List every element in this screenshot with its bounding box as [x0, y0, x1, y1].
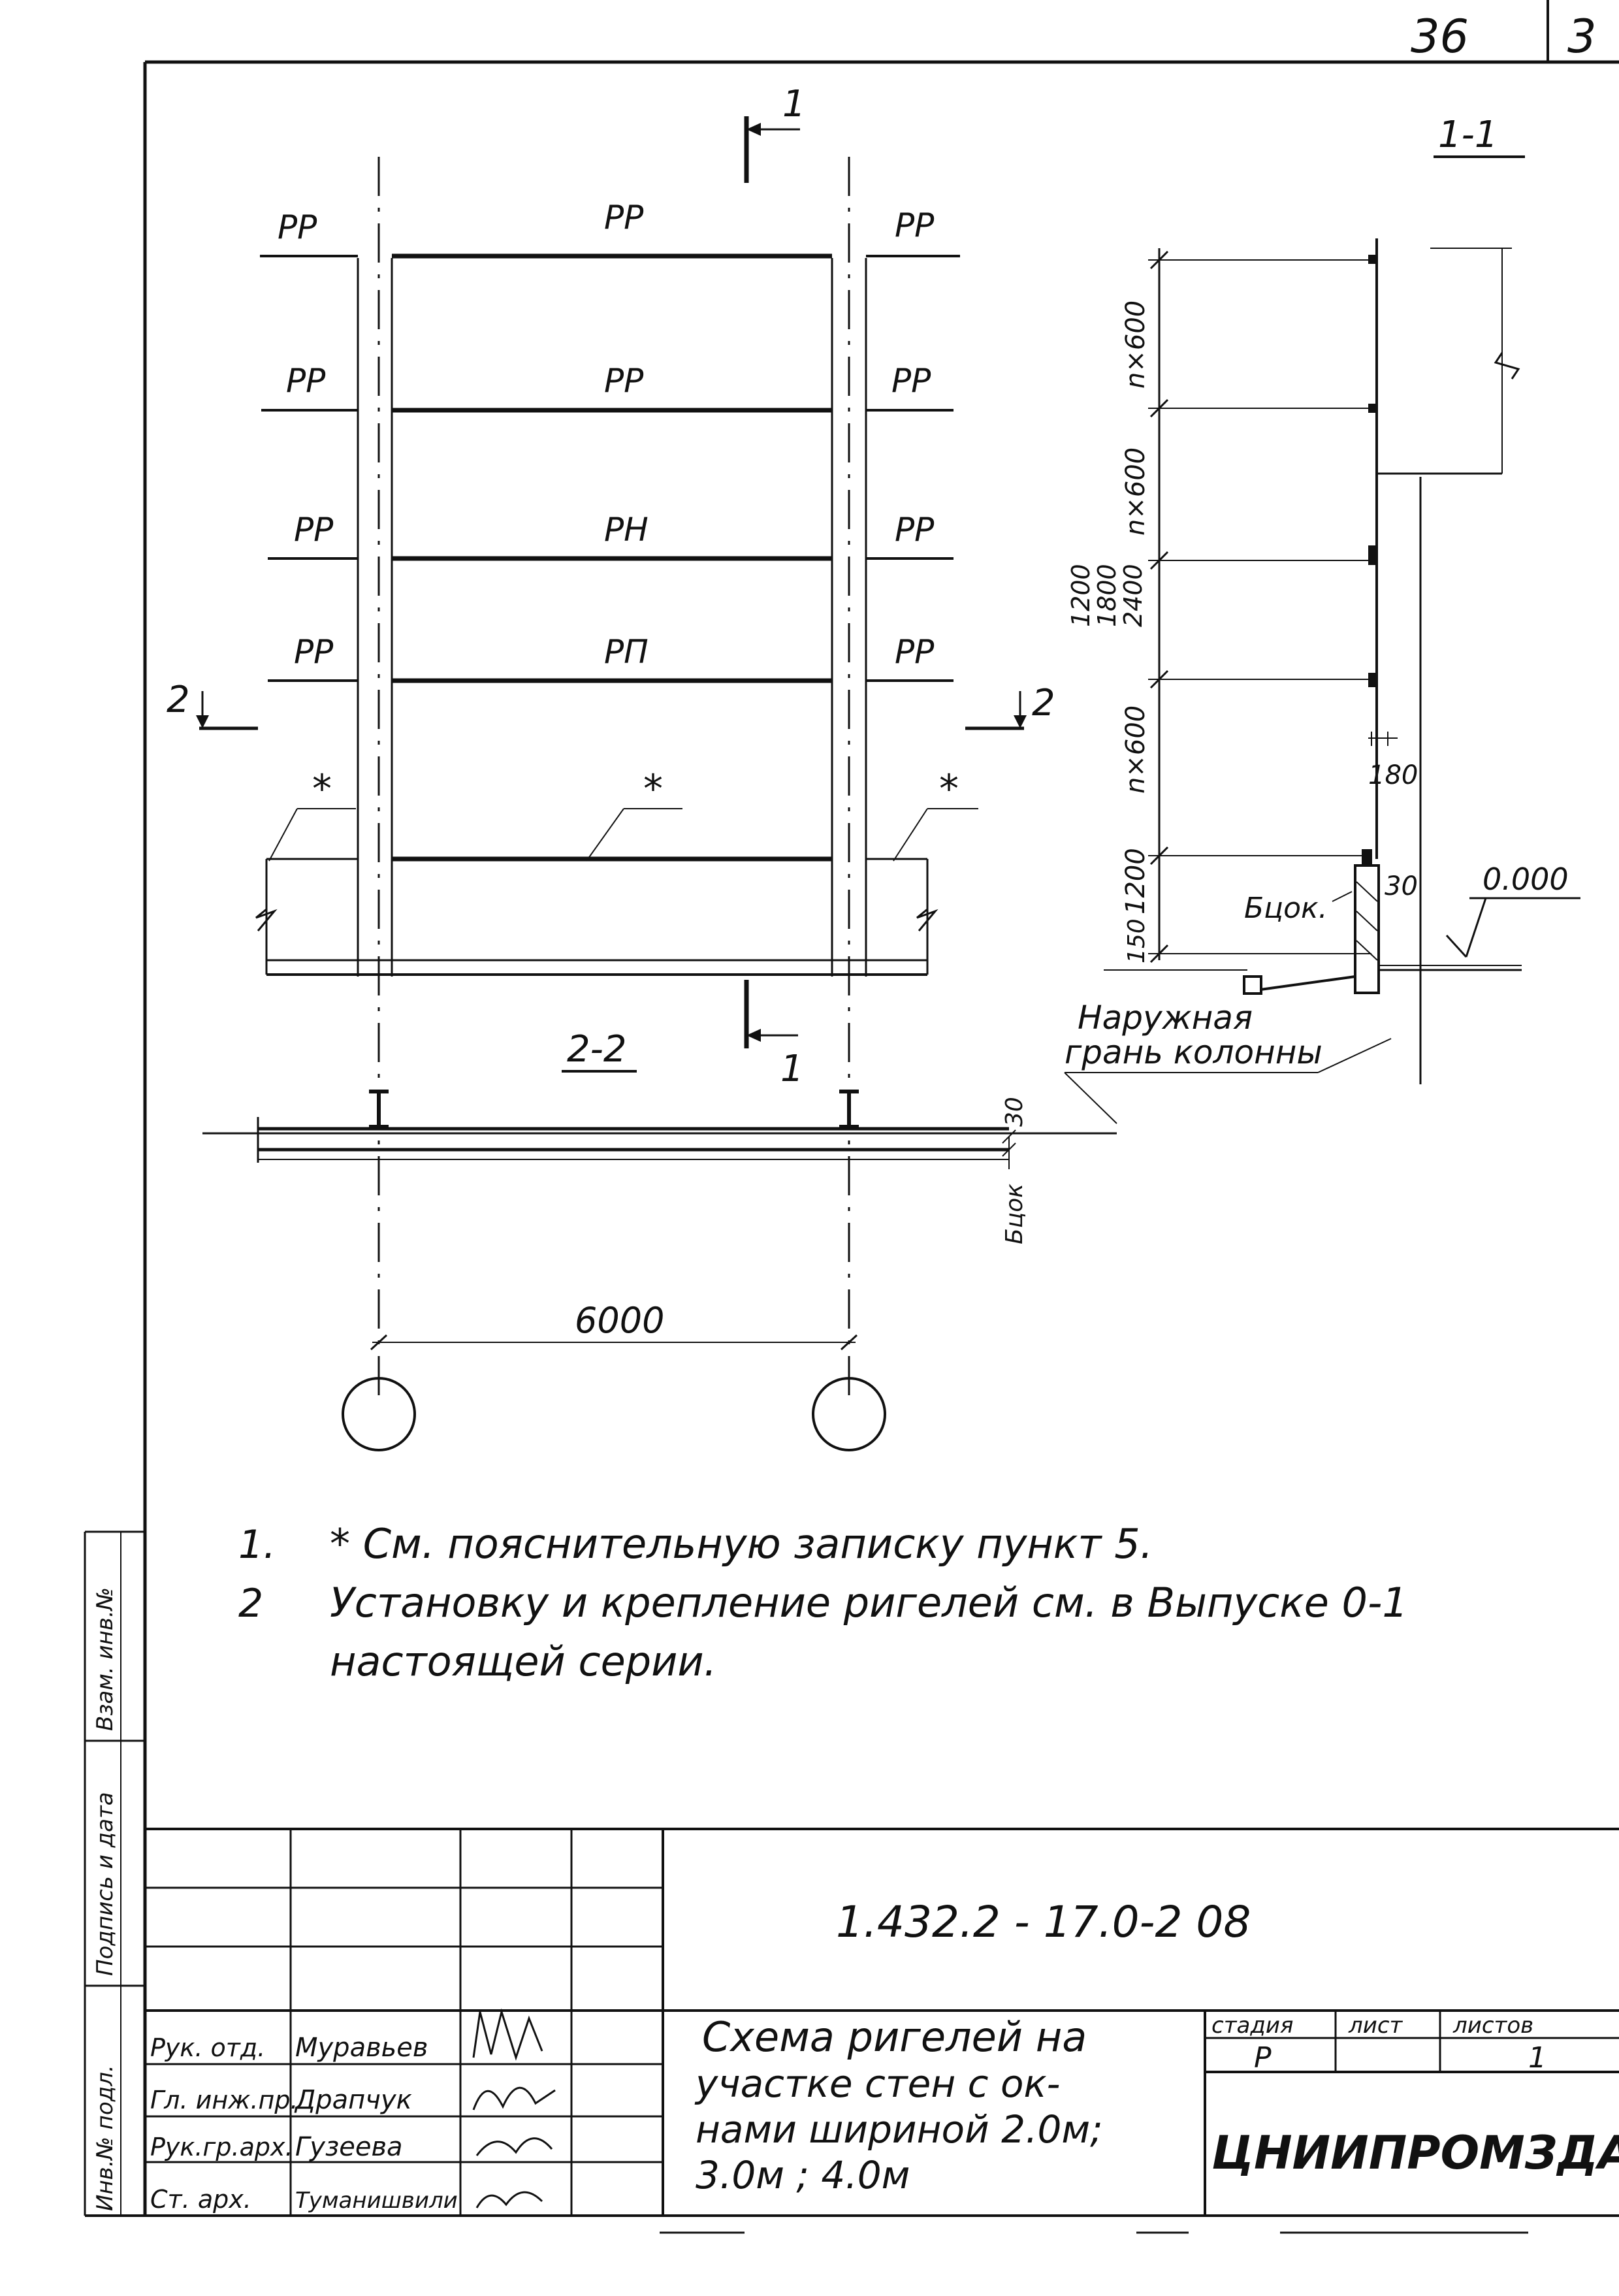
columns — [357, 157, 867, 1404]
drawing-frame — [85, 60, 1619, 2217]
column-note-line1: Наружная — [1078, 999, 1253, 1037]
note-2-text-line1: Установку и крепление ригелей см. в Выпу… — [330, 1579, 1408, 1626]
dim-stack-2400: 2400 — [1119, 564, 1147, 627]
level-mark: 0.000 — [1483, 862, 1569, 897]
star-mid: * — [643, 766, 663, 812]
section-1-top-number: 1 — [782, 83, 806, 125]
stage-header: стадия — [1211, 2013, 1293, 2039]
title-block: 1.432.2 - 17.0-2 08 Рук. отд. Гл. инж.пр… — [145, 1828, 1619, 2216]
page-number: 36 — [1411, 10, 1469, 63]
b-plinth-label: Бцок. — [1244, 892, 1328, 925]
name-2: Драпчук — [294, 2085, 412, 2115]
side-stamp-sign-date: Подпись и дата — [92, 1792, 118, 1976]
page-number-cut: 3 — [1567, 10, 1597, 63]
row4-mid: PП — [604, 633, 649, 671]
role-3: Рук.гр.арх. — [150, 2133, 293, 2161]
row3-mid: PH — [604, 511, 649, 549]
dim-stack-1800: 1800 — [1093, 564, 1121, 627]
role-2: Гл. инж.пр. — [150, 2086, 298, 2114]
note-1-number: 1. — [238, 1522, 276, 1568]
name-3: Гузеева — [295, 2132, 403, 2162]
column-note-line2: грань колонны — [1065, 1033, 1322, 1071]
row1-left: PP — [278, 208, 317, 246]
note-1-text: * См. пояснительную записку пункт 5. — [330, 1520, 1153, 1568]
general-notes: 1. * См. пояснительную записку пункт 5. … — [238, 1520, 1408, 1685]
plan-dim-30: 30 — [1001, 1097, 1028, 1127]
grid-axis-circle-right — [812, 1377, 886, 1451]
row4-right: PP — [895, 633, 935, 671]
row4-left: PP — [294, 633, 334, 671]
wall-elevation: 1 PP PP — [167, 83, 1055, 1404]
dim-150: 150 — [1123, 918, 1150, 963]
plinth-panel — [255, 856, 938, 976]
sheet-value: 1 — [1528, 2041, 1547, 2075]
row1-right: PP — [895, 206, 935, 244]
title-line-1: Схема ригелей на — [702, 2013, 1087, 2061]
span-6000: 6000 — [575, 1300, 664, 1341]
stage-value: Р — [1254, 2041, 1272, 2075]
star-left: * — [312, 766, 332, 812]
signatures — [472, 2008, 556, 2208]
plan-2-2: 2-2 30 Бцок 6000 — [202, 1028, 1117, 1451]
row2-mid: PP — [604, 362, 644, 400]
sheet-number-box: 36 3 — [1378, 0, 1619, 63]
section-mark-1-bottom: 1 — [744, 980, 804, 1090]
organization: ЦНИИПРОМЗДАНИЙ — [1211, 2126, 1619, 2180]
section-1-1-title: 1-1 — [1438, 114, 1498, 156]
role-4: Ст. арх. — [150, 2185, 251, 2214]
plan-2-2-title: 2-2 — [567, 1028, 626, 1071]
name-1: Муравьев — [295, 2033, 428, 2063]
girder-rows — [260, 253, 960, 683]
title-line-4: 3.0м ; 4.0м — [696, 2153, 910, 2197]
row2-right: PP — [891, 362, 931, 400]
section-2-right-number: 2 — [1032, 682, 1055, 724]
side-stamp-inv: Инв.№ подл. — [92, 2065, 118, 2211]
sheets-header: листов — [1452, 2013, 1533, 2039]
drawing-code: 1.432.2 - 17.0-2 08 — [836, 1897, 1251, 1947]
section-1-1: 1-1 n×600 n×600 n×600 1200 150 1200 1800… — [1064, 114, 1580, 1124]
title-line-2: участке стен с ок- — [694, 2062, 1060, 2106]
dim-30-plinth: 30 — [1385, 871, 1418, 901]
side-stamp: Взам. инв.№ Подпись и дата Инв.№ подл. — [84, 1530, 145, 2216]
dim-stack-1200: 1200 — [1066, 564, 1095, 627]
star-right: * — [939, 766, 959, 812]
dim-nx600-2: n×600 — [1121, 447, 1151, 536]
section-2-left-number: 2 — [167, 679, 190, 721]
title-line-3: нами шириной 2.0м; — [696, 2107, 1103, 2152]
dim-180: 180 — [1368, 760, 1418, 790]
note-2-text-line2: настоящей серии. — [330, 1638, 716, 1685]
role-1: Рук. отд. — [150, 2033, 265, 2062]
section-mark-2: 2 2 — [167, 679, 1055, 730]
footnote-stars: * * * — [268, 766, 978, 862]
name-4: Туманишвили — [295, 2188, 458, 2214]
side-stamp-replace: Взам. инв.№ — [92, 1587, 118, 1731]
section-mark-1-top: 1 — [744, 83, 806, 183]
note-2-number: 2 — [238, 1581, 263, 1626]
sheet-header: лист — [1348, 2013, 1403, 2039]
row1-mid: PP — [604, 199, 644, 236]
row2-left: PP — [286, 362, 326, 400]
row3-right: PP — [895, 511, 935, 549]
girder-labels: PP PP PP PP PP PP PP PH PP PP PП PP — [278, 199, 935, 671]
dim-nx600-1: n×600 — [1121, 300, 1151, 389]
section-1-bottom-number: 1 — [780, 1048, 804, 1090]
dim-nx600-3: n×600 — [1121, 705, 1151, 794]
plan-dim-b: Бцок — [1001, 1184, 1028, 1244]
dim-1200: 1200 — [1121, 848, 1151, 914]
grid-axis-circle-left — [342, 1377, 416, 1451]
row3-left: PP — [294, 511, 334, 549]
